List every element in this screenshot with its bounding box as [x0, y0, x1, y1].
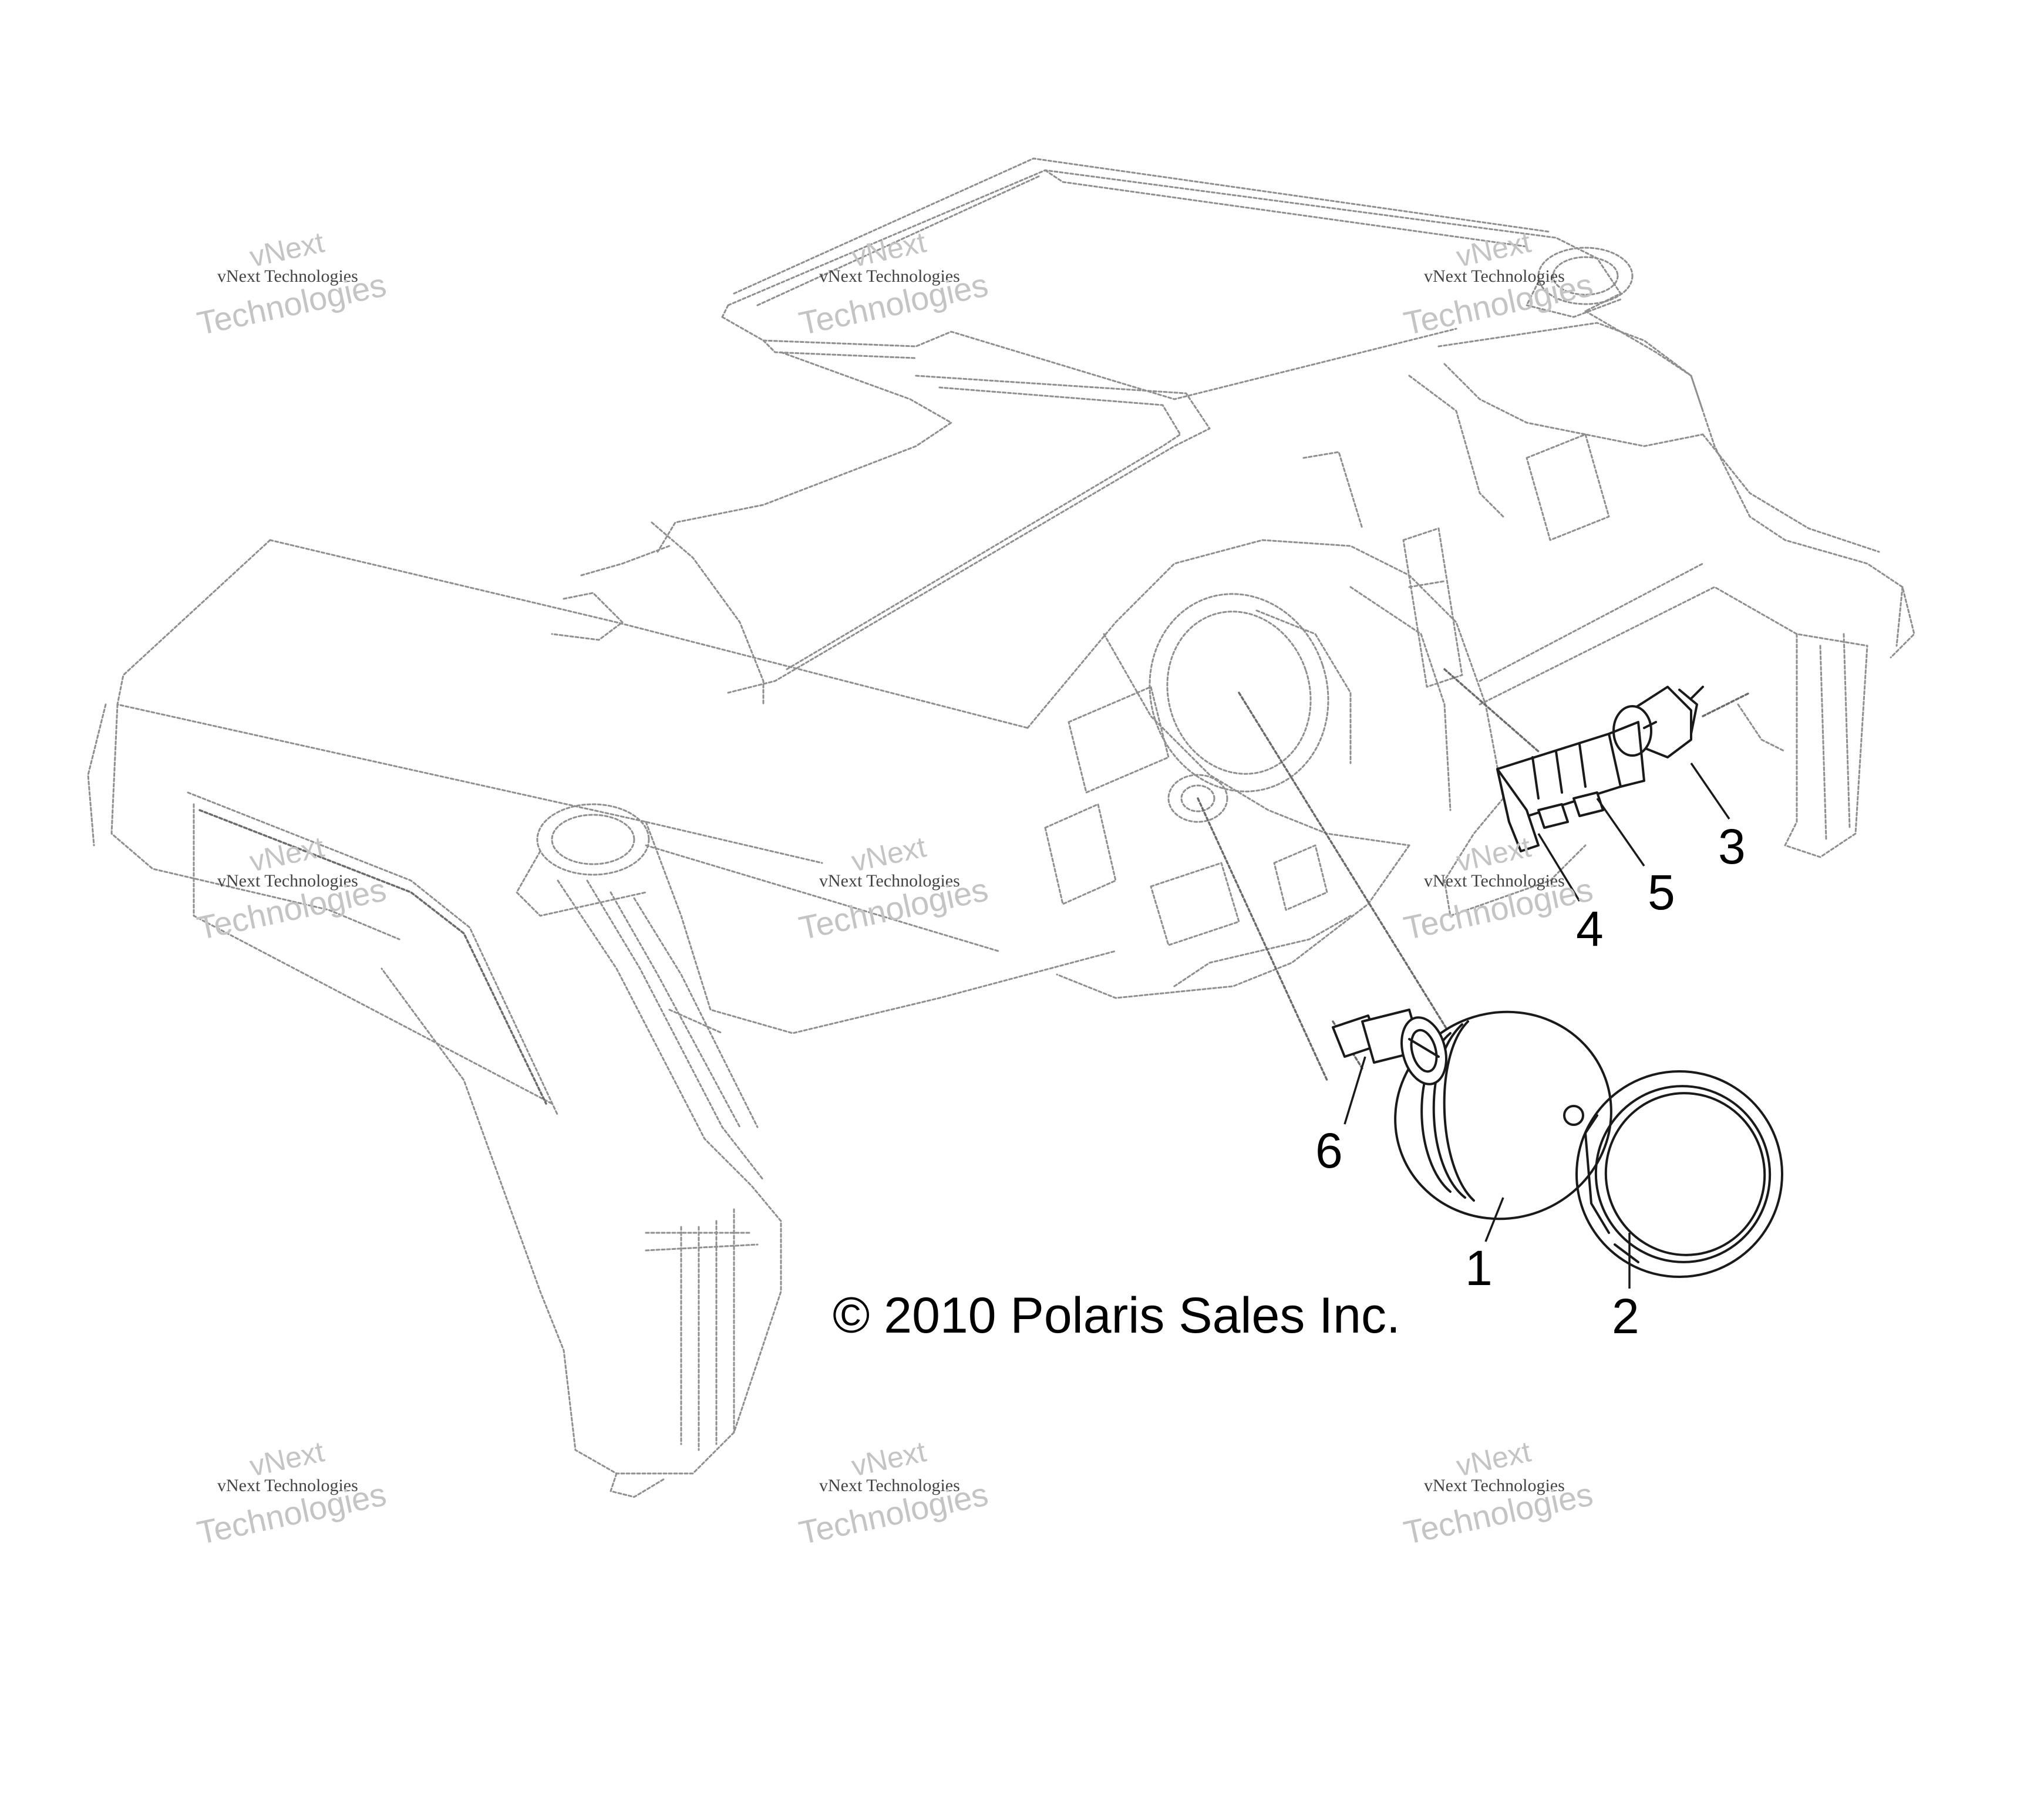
- callout-6: 6: [1315, 1123, 1343, 1178]
- callout-4: 4: [1576, 901, 1604, 956]
- part-2-gauge-bezel-ring[interactable]: [1554, 1048, 1806, 1300]
- callout-leaders: [1343, 763, 1730, 1289]
- part-4-rocker-switch[interactable]: [1496, 733, 1622, 852]
- callout-5: 5: [1648, 865, 1675, 920]
- callout-1: 1: [1465, 1240, 1493, 1296]
- part-5-switch-bezel[interactable]: [1608, 721, 1657, 788]
- part-3-indicator-bulb[interactable]: [1612, 686, 1704, 758]
- callout-3: 3: [1718, 819, 1746, 874]
- dashboard-body-ghost: [87, 157, 1915, 1498]
- part-6-ignition-switch[interactable]: [1332, 1009, 1453, 1089]
- callout-2: 2: [1612, 1289, 1639, 1344]
- copyright-notice: © 2010 Polaris Sales Inc.: [833, 1287, 1400, 1344]
